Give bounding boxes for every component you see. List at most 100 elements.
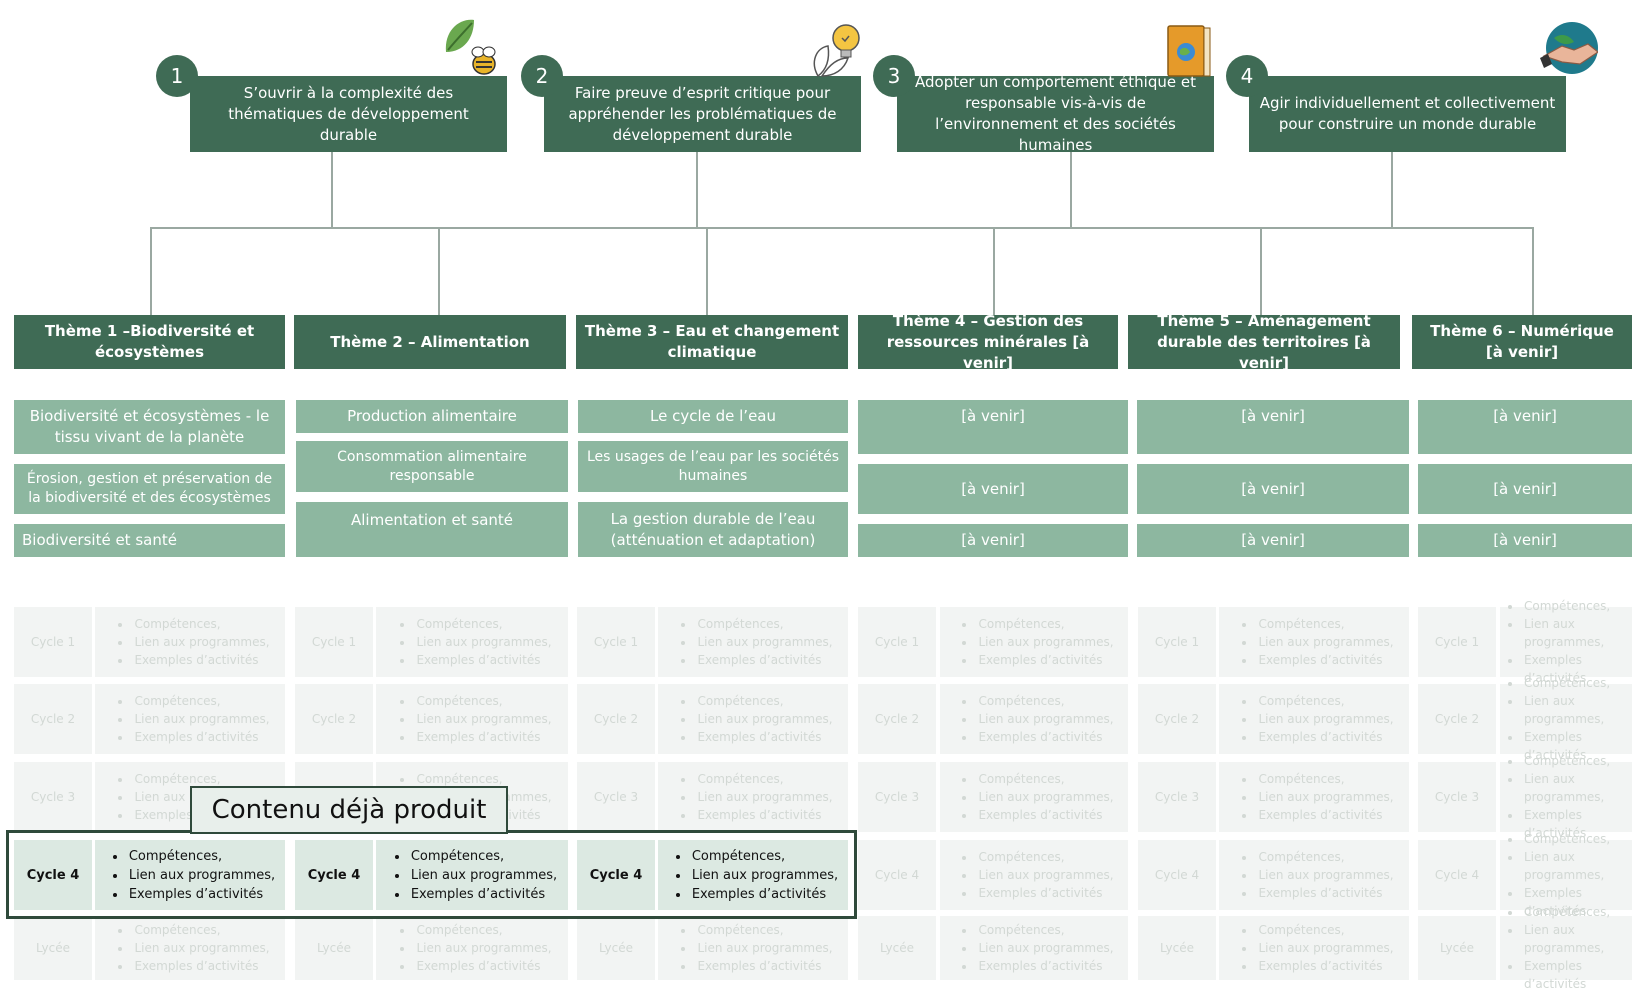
competency-text: Faire preuve d’esprit critique pour appr…	[568, 83, 837, 144]
cycle-item-list: Compétences,Lien aux programmes,Exemples…	[110, 692, 269, 746]
cycle-item-list: Compétences,Lien aux programmes,Exemples…	[1500, 674, 1632, 764]
cycle-item: Exemples d’activités	[976, 651, 1113, 669]
cycle-item: Lien aux programmes,	[695, 788, 832, 806]
cycle-item: Compétences,	[695, 692, 832, 710]
theme-header-4: Thème 4 – Gestion des ressources minéral…	[858, 312, 1118, 372]
cycle-label: Cycle 1	[1138, 607, 1216, 677]
cycle-item-list: Compétences,Lien aux programmes,Exemples…	[1234, 692, 1393, 746]
cycle-content-cell: Compétences,Lien aux programmes,Exemples…	[658, 840, 848, 910]
cycle-item: Compétences,	[976, 770, 1113, 788]
subtheme-box: [à venir]	[1137, 400, 1409, 454]
cycle-item-list: Compétences,Lien aux programmes,Exemples…	[1234, 921, 1393, 975]
theme-header-1: Thème 1 –Biodiversité et écosystèmes	[14, 315, 285, 369]
cycle-item-list: Compétences,Lien aux programmes,Exemples…	[1234, 770, 1393, 824]
cycle-item: Lien aux programmes,	[695, 633, 832, 651]
cycle-item: Lien aux programmes,	[1256, 633, 1393, 651]
theme-header-3: Thème 3 – Eau et changement climatique	[576, 315, 848, 369]
cycle-item: Exemples d’activités	[1256, 651, 1393, 669]
already-produced-frame	[6, 830, 857, 919]
cycle-content-cell: Compétences,Lien aux programmes,Exemples…	[658, 762, 848, 832]
cycle-item: Exemples d’activités	[1256, 728, 1393, 746]
cycle-item-list: Compétences,Lien aux programmes,Exemples…	[1500, 597, 1632, 687]
cycle-content-cell: Compétences,Lien aux programmes,Exemples…	[658, 916, 848, 980]
cycle-item: Compétences,	[690, 847, 838, 866]
cycle-item-list: Compétences,Lien aux programmes,Exemples…	[673, 615, 832, 669]
cycle-label: Lycée	[1418, 916, 1496, 980]
cycle-item-list: Compétences,Lien aux programmes,Exemples…	[392, 615, 551, 669]
subtheme-box: [à venir]	[1418, 464, 1632, 514]
connector-line	[696, 152, 698, 228]
cycle-item-list: Compétences,Lien aux programmes,Exemples…	[392, 921, 551, 975]
cycle-content-cell: Compétences,Lien aux programmes,Exemples…	[658, 684, 848, 754]
cycle-label: Cycle 3	[14, 762, 92, 832]
cycle-item: Lien aux programmes,	[976, 633, 1113, 651]
cycle-item: Compétences,	[132, 770, 269, 788]
cycle-item: Compétences,	[1522, 830, 1632, 848]
cycle-label: Lycée	[14, 916, 92, 980]
cycle-item: Exemples d’activités	[132, 957, 269, 975]
cycle-label: Cycle 1	[14, 607, 92, 677]
competency-number-1: 1	[156, 55, 198, 97]
cycle-item: Lien aux programmes,	[976, 939, 1113, 957]
cycle-item: Lien aux programmes,	[976, 866, 1113, 884]
cycle-item: Compétences,	[976, 921, 1113, 939]
cycle-item: Compétences,	[132, 692, 269, 710]
cycle-item: Compétences,	[1256, 770, 1393, 788]
cycle-item: Compétences,	[132, 615, 269, 633]
cycle-item-list: Compétences,Lien aux programmes,Exemples…	[673, 921, 832, 975]
cycle-item: Lien aux programmes,	[1522, 692, 1632, 728]
cycle-item-list: Compétences,Lien aux programmes,Exemples…	[954, 921, 1113, 975]
cycle-label: Cycle 4	[1418, 840, 1496, 910]
cycle-item: Lien aux programmes,	[690, 866, 838, 885]
cycle-item: Lien aux programmes,	[1522, 848, 1632, 884]
cycle-item: Compétences,	[976, 848, 1113, 866]
subtheme-box: Biodiversité et santé	[14, 524, 285, 557]
connector-line	[1070, 152, 1072, 228]
cycle-item: Compétences,	[414, 921, 551, 939]
cycle-label: Lycée	[1138, 916, 1216, 980]
connector-line	[993, 227, 995, 315]
cycle-item: Exemples d’activités	[132, 651, 269, 669]
cycle-label: Cycle 2	[1138, 684, 1216, 754]
cycle-content-cell: Compétences,Lien aux programmes,Exemples…	[940, 840, 1128, 910]
cycle-content-cell: Compétences,Lien aux programmes,Exemples…	[940, 762, 1128, 832]
cycle-item: Compétences,	[132, 921, 269, 939]
cycle-item: Lien aux programmes,	[414, 710, 551, 728]
cycle-item: Exemples d’activités	[695, 806, 832, 824]
cycle-item: Compétences,	[976, 692, 1113, 710]
connector-line	[150, 227, 1534, 229]
cycle-content-cell: Compétences,Lien aux programmes,Exemples…	[95, 607, 285, 677]
cycle-item-list: Compétences,Lien aux programmes,Exemples…	[392, 692, 551, 746]
cycle-item: Compétences,	[1256, 921, 1393, 939]
subtheme-box: [à venir]	[1137, 464, 1409, 514]
cycle-item: Exemples d’activités	[1256, 957, 1393, 975]
competency-number-3: 3	[873, 55, 915, 97]
cycle-item-list: Compétences,Lien aux programmes,Exemples…	[1234, 615, 1393, 669]
connector-line	[438, 227, 440, 315]
cycle-content-cell: Compétences,Lien aux programmes,Exemples…	[1500, 832, 1632, 918]
cycle-content-cell: Compétences,Lien aux programmes,Exemples…	[1219, 916, 1409, 980]
cycle-item: Lien aux programmes,	[1256, 710, 1393, 728]
cycle-item: Exemples d’activités	[695, 651, 832, 669]
cycle-label: Cycle 2	[858, 684, 936, 754]
cycle-item: Exemples d’activités	[1256, 884, 1393, 902]
cycle-item-list: Compétences,Lien aux programmes,Exemples…	[954, 692, 1113, 746]
cycle-item: Compétences,	[695, 770, 832, 788]
competency-text: Adopter un comportement éthique et respo…	[915, 73, 1196, 154]
cycle-item: Exemples d’activités	[132, 728, 269, 746]
connector-line	[1532, 227, 1534, 315]
subtheme-box: [à venir]	[1137, 524, 1409, 557]
handshake-globe-icon	[1540, 22, 1598, 74]
cycle-content-cell: Compétences,Lien aux programmes,Exemples…	[940, 684, 1128, 754]
cycle-item: Lien aux programmes,	[1256, 939, 1393, 957]
cycle-content-cell: Compétences,Lien aux programmes,Exemples…	[376, 840, 568, 910]
subtheme-box: Le cycle de l’eau	[578, 400, 848, 433]
cycle-item-list: Compétences,Lien aux programmes,Exemples…	[110, 921, 269, 975]
connector-line	[331, 152, 333, 228]
competency-text: S’ouvrir à la complexité des thématiques…	[228, 83, 469, 144]
cycle-item: Lien aux programmes,	[695, 939, 832, 957]
cycle-content-cell: Compétences,Lien aux programmes,Exemples…	[1500, 905, 1632, 991]
cycle-item-list: Compétences,Lien aux programmes,Exemples…	[673, 692, 832, 746]
cycle-label: Cycle 1	[577, 607, 655, 677]
cycle-item: Exemples d’activités	[414, 957, 551, 975]
